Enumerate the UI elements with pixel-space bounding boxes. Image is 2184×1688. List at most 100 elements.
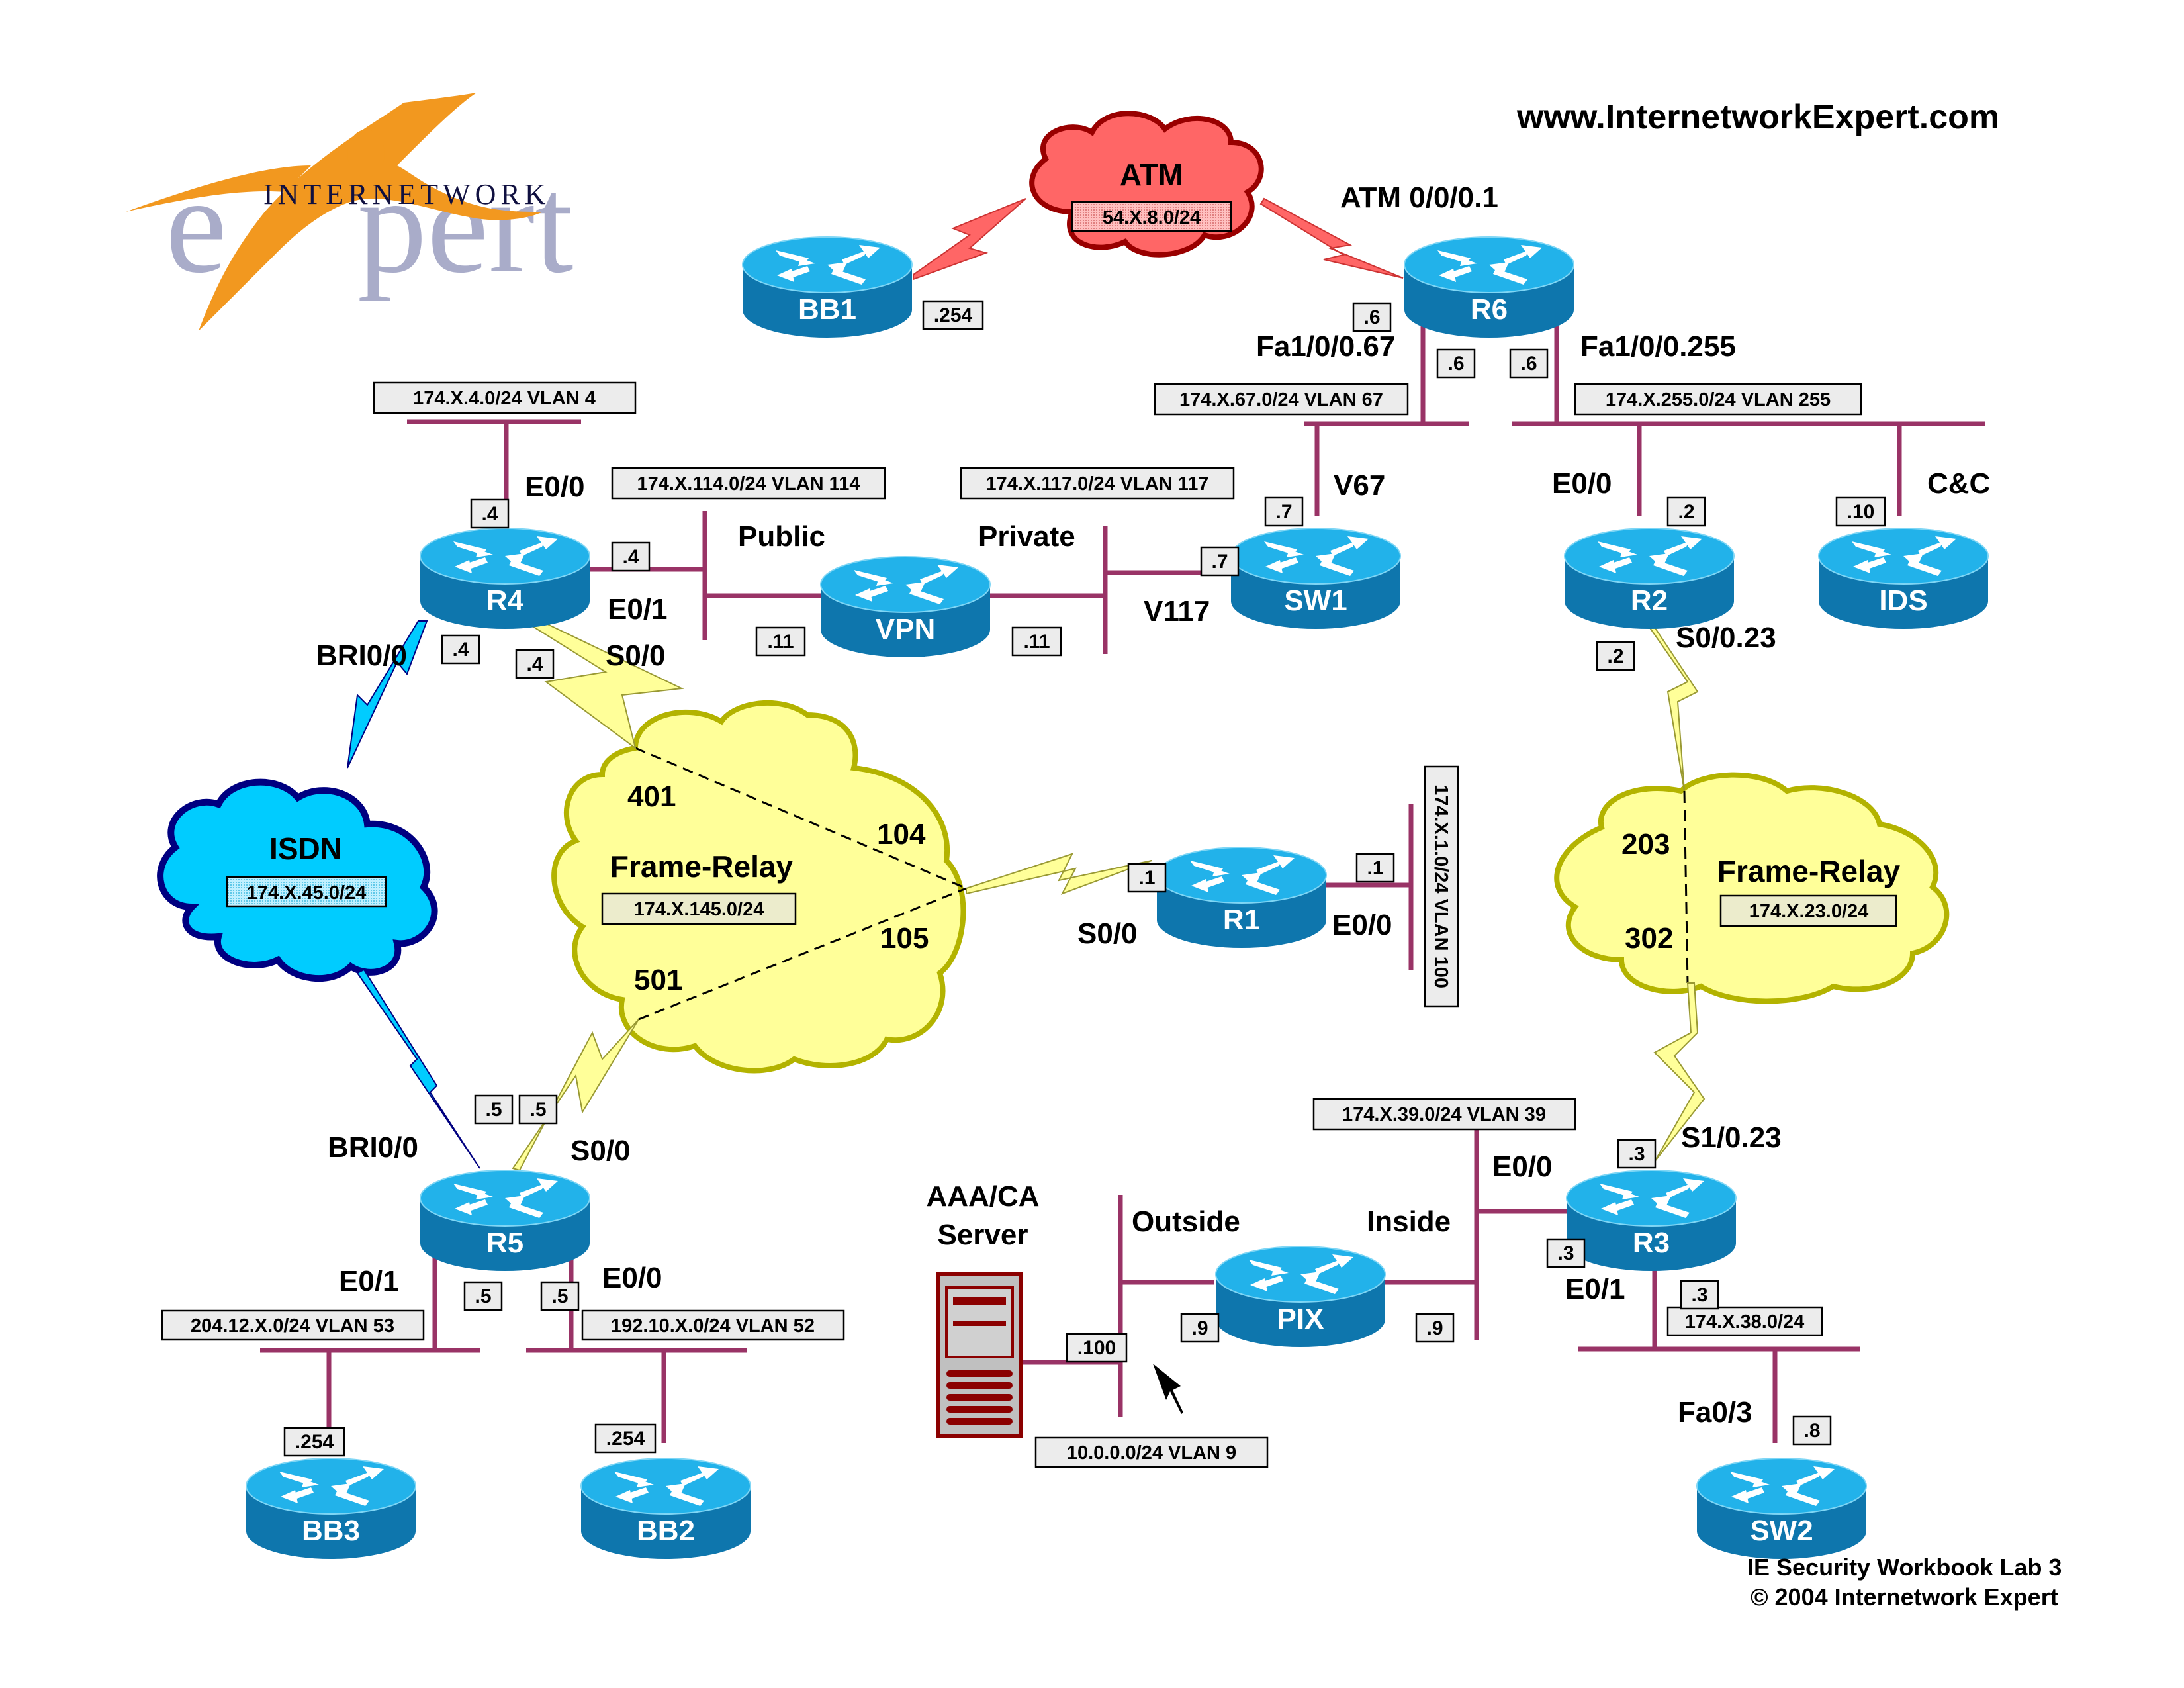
r5-e00-interface: E0/0 (602, 1262, 662, 1294)
host-address-sw1-v117: .7 (1211, 551, 1228, 573)
atm-subnet-box (1071, 201, 1232, 232)
device-label: R3 (1633, 1227, 1670, 1259)
router-bb3[interactable]: BB3 (246, 1458, 416, 1560)
dlci-501: 501 (634, 964, 682, 996)
r2-e00-interface: E0/0 (1552, 467, 1612, 500)
r6-fa67-interface: Fa1/0/0.67 (1256, 330, 1395, 363)
host-address-box (1792, 1415, 1832, 1446)
host-address-r2-s0: .2 (1607, 645, 1623, 667)
r1-s00-interface: S0/0 (1077, 917, 1138, 950)
router-r2[interactable]: R2 (1564, 528, 1735, 630)
host-address-box (1264, 496, 1304, 527)
r6-atm-interface: ATM 0/0/0.1 (1340, 181, 1498, 214)
vpn-public-interface: Public (738, 520, 825, 553)
r4-bri-interface: BRI0/0 (316, 639, 407, 672)
isdn-subnet: 174.X.45.0/24 (247, 882, 367, 904)
host-address-r6-67: .6 (1447, 353, 1464, 375)
host-address-ids: .10 (1847, 501, 1875, 523)
atm-cloud-label: ATM (1120, 158, 1183, 192)
net38-box (1666, 1306, 1823, 1336)
router-r6[interactable]: R6 (1404, 236, 1574, 338)
isdn-cloud[interactable]: ISDN 174.X.45.0/24 (157, 778, 438, 982)
host-address-box (755, 626, 806, 657)
pvc-r4-r1 (635, 747, 967, 890)
router-bb2[interactable]: BB2 (580, 1458, 751, 1560)
fr-right-subnet: 174.X.23.0/24 (1749, 901, 1869, 922)
host-addresses: .254.6.6.6.4.4.4.4.11.11.7.7.2.2.10.1.1.… (283, 300, 1886, 1457)
frame-relay-cloud-left[interactable]: Frame-Relay 174.X.145.0/24 401 104 105 5… (551, 700, 967, 1074)
host-address-box (611, 541, 651, 572)
switch-sw2[interactable]: SW2 (1696, 1458, 1867, 1560)
r5-fr-link (512, 1019, 639, 1172)
sw2-fa03-interface: Fa0/3 (1678, 1396, 1752, 1429)
r4-e01-interface: E0/1 (608, 593, 668, 626)
host-address-box (1415, 1313, 1455, 1343)
bb1-atm-link (913, 198, 1026, 281)
firewall-pix[interactable]: PIX (1215, 1246, 1386, 1348)
aaa-ca-server[interactable]: AAA/CA Server (926, 1180, 1040, 1438)
host-address-r5-s00: .5 (529, 1099, 546, 1121)
r5-isdn-link (356, 968, 480, 1169)
host-address-r4-e01: .4 (622, 546, 639, 568)
host-address-box (1066, 1333, 1128, 1363)
fr-left-subnet: 174.X.145.0/24 (634, 899, 764, 920)
r5-bri-interface: BRI0/0 (328, 1131, 418, 1164)
atm-subnet: 54.X.8.0/24 (1103, 207, 1201, 228)
vlan67-box (1154, 383, 1409, 416)
r3-e00-interface: E0/0 (1492, 1150, 1553, 1183)
router-r3[interactable]: R3 (1566, 1170, 1737, 1272)
fr-right-subnet-box (1719, 894, 1897, 927)
host-address-server: .100 (1077, 1337, 1116, 1359)
isdn-subnet-box (226, 876, 387, 908)
frame-relay-cloud-right[interactable]: Frame-Relay 174.X.23.0/24 203 302 (1554, 772, 1950, 1004)
router-r1[interactable]: R1 (1156, 847, 1327, 949)
host-address-box (1666, 496, 1706, 527)
host-address-box (1509, 348, 1549, 379)
host-address-box (515, 649, 555, 679)
router-r4[interactable]: R4 (420, 528, 590, 630)
host-address-box (1835, 496, 1886, 527)
vlan53-label: 204.12.X.0/24 VLAN 53 (191, 1315, 394, 1336)
host-address-box (1355, 853, 1395, 883)
wan-links (347, 197, 1706, 1172)
device-label: PIX (1277, 1303, 1324, 1335)
switch-sw1[interactable]: SW1 (1230, 528, 1401, 630)
dlci-302: 302 (1625, 922, 1673, 955)
host-address-pix-in: .9 (1426, 1317, 1443, 1339)
vlan39-box (1312, 1098, 1576, 1131)
footer-lab-title: IE Security Workbook Lab 3 (1747, 1554, 2062, 1581)
sensor-ids[interactable]: IDS (1818, 528, 1989, 630)
r5-s00-interface: S0/0 (570, 1135, 631, 1167)
r4-isdn-link (347, 620, 428, 769)
vlan4-box (373, 381, 637, 414)
vlan114-box (611, 467, 886, 500)
atm-cloud[interactable]: ATM 54.X.8.0/24 (1029, 111, 1264, 258)
host-address-box (1352, 302, 1392, 332)
r2-s0-interface: S0/0.23 (1676, 622, 1776, 654)
host-address-box (1617, 1139, 1657, 1169)
website-url[interactable]: www.InternetworkExpert.com (1516, 98, 1999, 136)
pointer-arrow-icon (1153, 1364, 1183, 1414)
interface-labels: ATM 0/0/0.1 Fa1/0/0.67 Fa1/0/0.255 E0/0 … (316, 181, 1990, 1429)
host-address-r6-atm: .6 (1363, 306, 1380, 328)
r3-s1-interface: S1/0.23 (1681, 1121, 1782, 1154)
host-address-box (1011, 626, 1062, 657)
r4-s00-interface: S0/0 (606, 639, 666, 672)
dlci-105: 105 (880, 922, 929, 955)
vlan53-box (161, 1309, 425, 1341)
dlci-203: 203 (1621, 828, 1670, 861)
host-address-box (594, 1423, 657, 1454)
net38-label: 174.X.38.0/24 (1685, 1311, 1805, 1333)
pvc-r5-r1 (638, 887, 967, 1021)
vlan117-label: 174.X.117.0/24 VLAN 117 (986, 473, 1209, 494)
vlan4-label: 174.X.4.0/24 VLAN 4 (413, 388, 596, 409)
router-bb1[interactable]: BB1 (742, 236, 913, 338)
host-address-box (1596, 641, 1635, 671)
router-vpn[interactable]: VPN (820, 556, 991, 658)
router-r5[interactable]: R5 (420, 1170, 590, 1272)
internetwork-expert-logo: e pert INTERNETWORK (126, 93, 573, 331)
vlan9-label: 10.0.0.0/24 VLAN 9 (1067, 1442, 1236, 1464)
r2-fr-link (1645, 622, 1699, 792)
vlan52-box (581, 1309, 845, 1341)
